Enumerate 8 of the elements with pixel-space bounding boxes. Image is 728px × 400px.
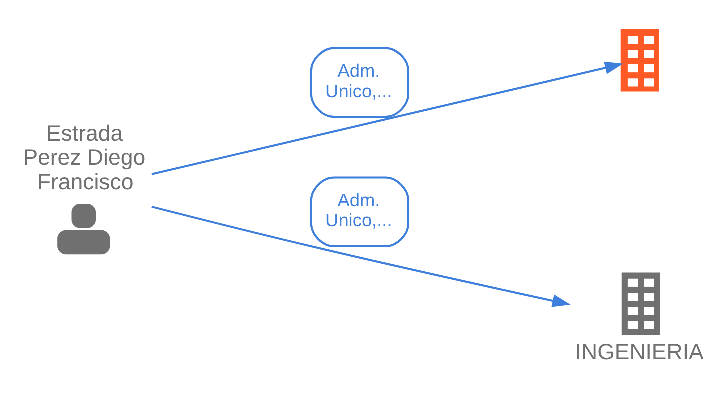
- edge-label: Adm. Unico,...: [326, 60, 392, 101]
- arrow: [152, 205, 571, 307]
- node-label: INGENIERIA: [575, 338, 704, 364]
- node-label: Estrada Perez Diego Francisco: [23, 120, 146, 194]
- arrow: [152, 61, 624, 175]
- node-picture: [620, 28, 660, 92]
- edge-label: Adm. Unico,...: [326, 190, 392, 230]
- node-box: [622, 272, 660, 335]
